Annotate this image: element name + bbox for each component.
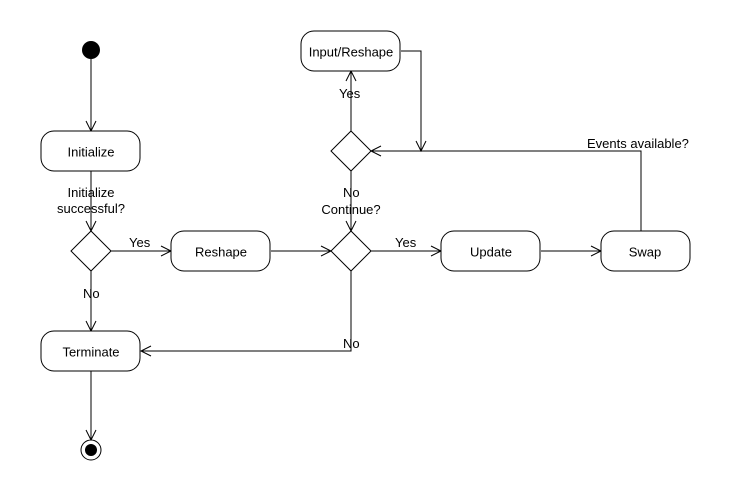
decision-events-available-label: Events available? xyxy=(587,136,689,151)
node-initialize: Initialize xyxy=(40,130,141,172)
arrowhead xyxy=(415,140,427,153)
decision-events-available xyxy=(330,130,372,172)
edge-label-events-yes: Yes xyxy=(339,86,361,101)
node-reshape-label: Reshape xyxy=(195,244,247,259)
edge-swap-to-events xyxy=(371,150,642,231)
node-initialize-label: Initialize xyxy=(68,144,115,159)
node-update-box xyxy=(440,230,541,272)
edge-continue-no-to-terminate xyxy=(141,271,352,352)
node-terminate: Terminate xyxy=(40,330,141,372)
decision-continue xyxy=(330,230,372,272)
final-node-dot xyxy=(85,444,97,456)
node-terminate-box xyxy=(40,330,141,372)
edge-label-continue-yes: Yes xyxy=(395,235,417,250)
decision-init-success xyxy=(70,230,112,272)
edge-input-to-events xyxy=(401,50,422,151)
node-reshape: Reshape xyxy=(170,230,271,272)
node-swap-label: Swap xyxy=(629,244,662,259)
node-reshape-box xyxy=(170,230,271,272)
edges xyxy=(85,50,642,442)
node-initialize-box xyxy=(40,130,141,172)
initial-node xyxy=(82,41,100,59)
decision-continue-label: Continue? xyxy=(321,202,380,217)
node-input-reshape-label: Input/Reshape xyxy=(309,44,394,59)
arrowhead xyxy=(139,345,152,357)
node-input-reshape: Input/Reshape xyxy=(300,30,401,72)
node-update-label: Update xyxy=(470,244,512,259)
final-node xyxy=(80,439,102,461)
node-update: Update xyxy=(440,230,541,272)
node-terminate-label: Terminate xyxy=(62,344,119,359)
decision-init-success-label-line2: successful? xyxy=(57,201,125,216)
node-input-reshape-box xyxy=(300,30,401,72)
edge-label-continue-no: No xyxy=(343,336,360,351)
edge-label-init-no: No xyxy=(83,286,100,301)
decision-init-success-label-line1: Initialize xyxy=(68,185,115,200)
edge-label-events-no: No xyxy=(343,185,360,200)
node-swap: Swap xyxy=(600,230,691,272)
node-swap-box xyxy=(600,230,691,272)
edge-label-init-yes: Yes xyxy=(129,235,151,250)
